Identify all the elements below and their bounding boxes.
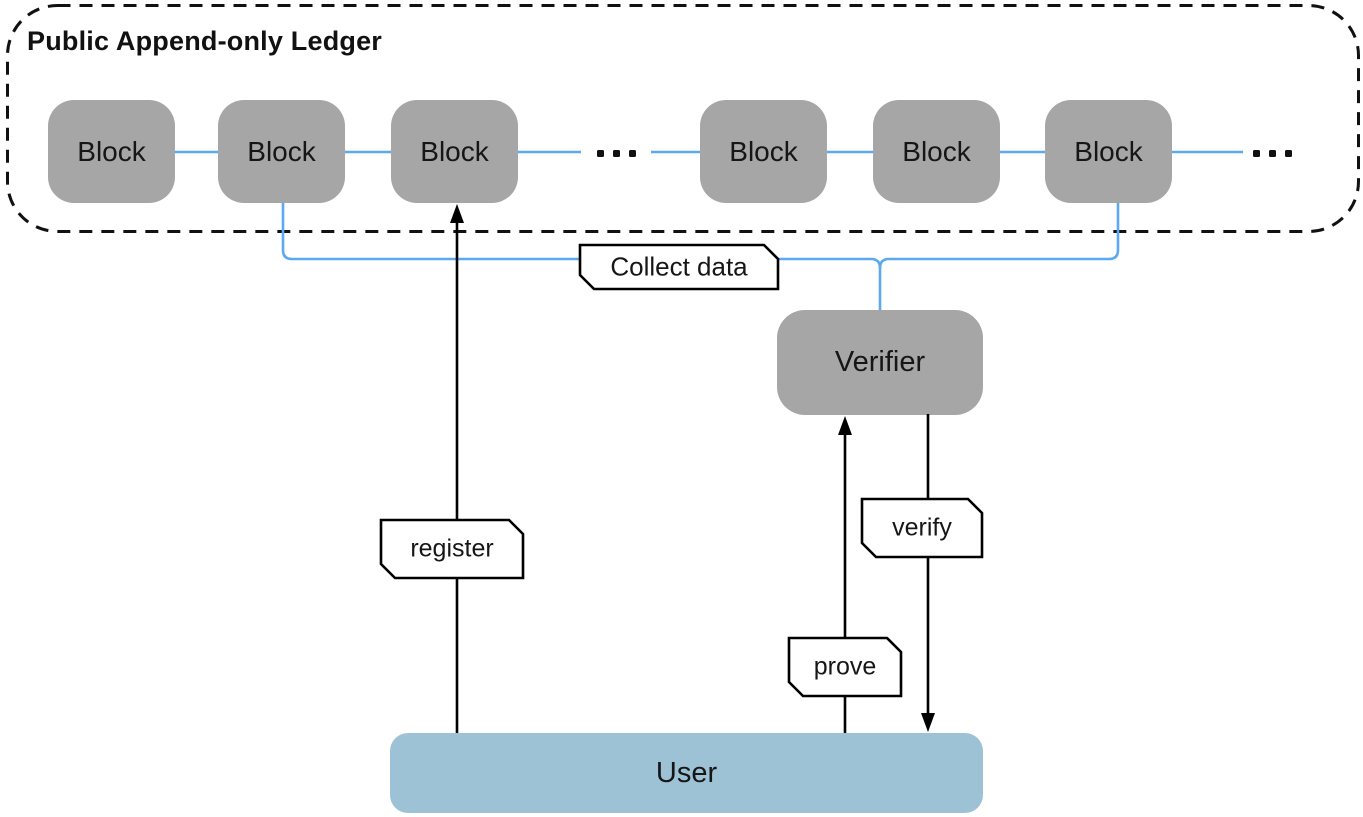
prove-arrowhead-up [838,416,852,435]
dot-icon [597,150,604,157]
register-plaque [379,518,525,580]
prove-plaque [787,636,903,698]
block-label: Block [77,135,146,167]
verifier-node: Verifier [777,310,983,415]
user-node: User [390,733,983,813]
dot-icon [1285,150,1292,157]
verify-arrowhead-down [921,713,935,732]
prove-label: prove [813,652,877,681]
block-label: Block [902,135,971,167]
verifier-label: Verifier [834,346,926,378]
collect-brace-right [878,203,1120,269]
ledger-block-3: Block [391,100,518,203]
ledger-block-2: Block [218,100,345,203]
ledger-block-6: Block [1045,100,1172,203]
block-label: Block [420,135,489,167]
ledger-block-1: Block [48,100,175,203]
dot-icon [613,150,620,157]
ledger-frame [6,4,1360,233]
ledger-title: Public Append-only Ledger [27,26,383,56]
dot-icon [1269,150,1276,157]
block-label: Block [247,135,316,167]
user-label: User [655,756,718,789]
block-label: Block [1074,135,1143,167]
block-label: Block [729,135,798,167]
verify-plaque [860,497,984,559]
verify-label: verify [892,513,952,542]
register-label: register [410,534,494,563]
dot-icon [1253,150,1260,157]
register-arrowhead-up [450,204,464,223]
ledger-block-5: Block [873,100,1000,203]
dot-icon [629,150,636,157]
ellipsis-icon [1253,150,1292,157]
collect-data-plaque [578,243,780,291]
ledger-block-4: Block [700,100,827,203]
collect-data-label: Collect data [610,251,748,282]
ellipsis-icon [597,150,636,157]
